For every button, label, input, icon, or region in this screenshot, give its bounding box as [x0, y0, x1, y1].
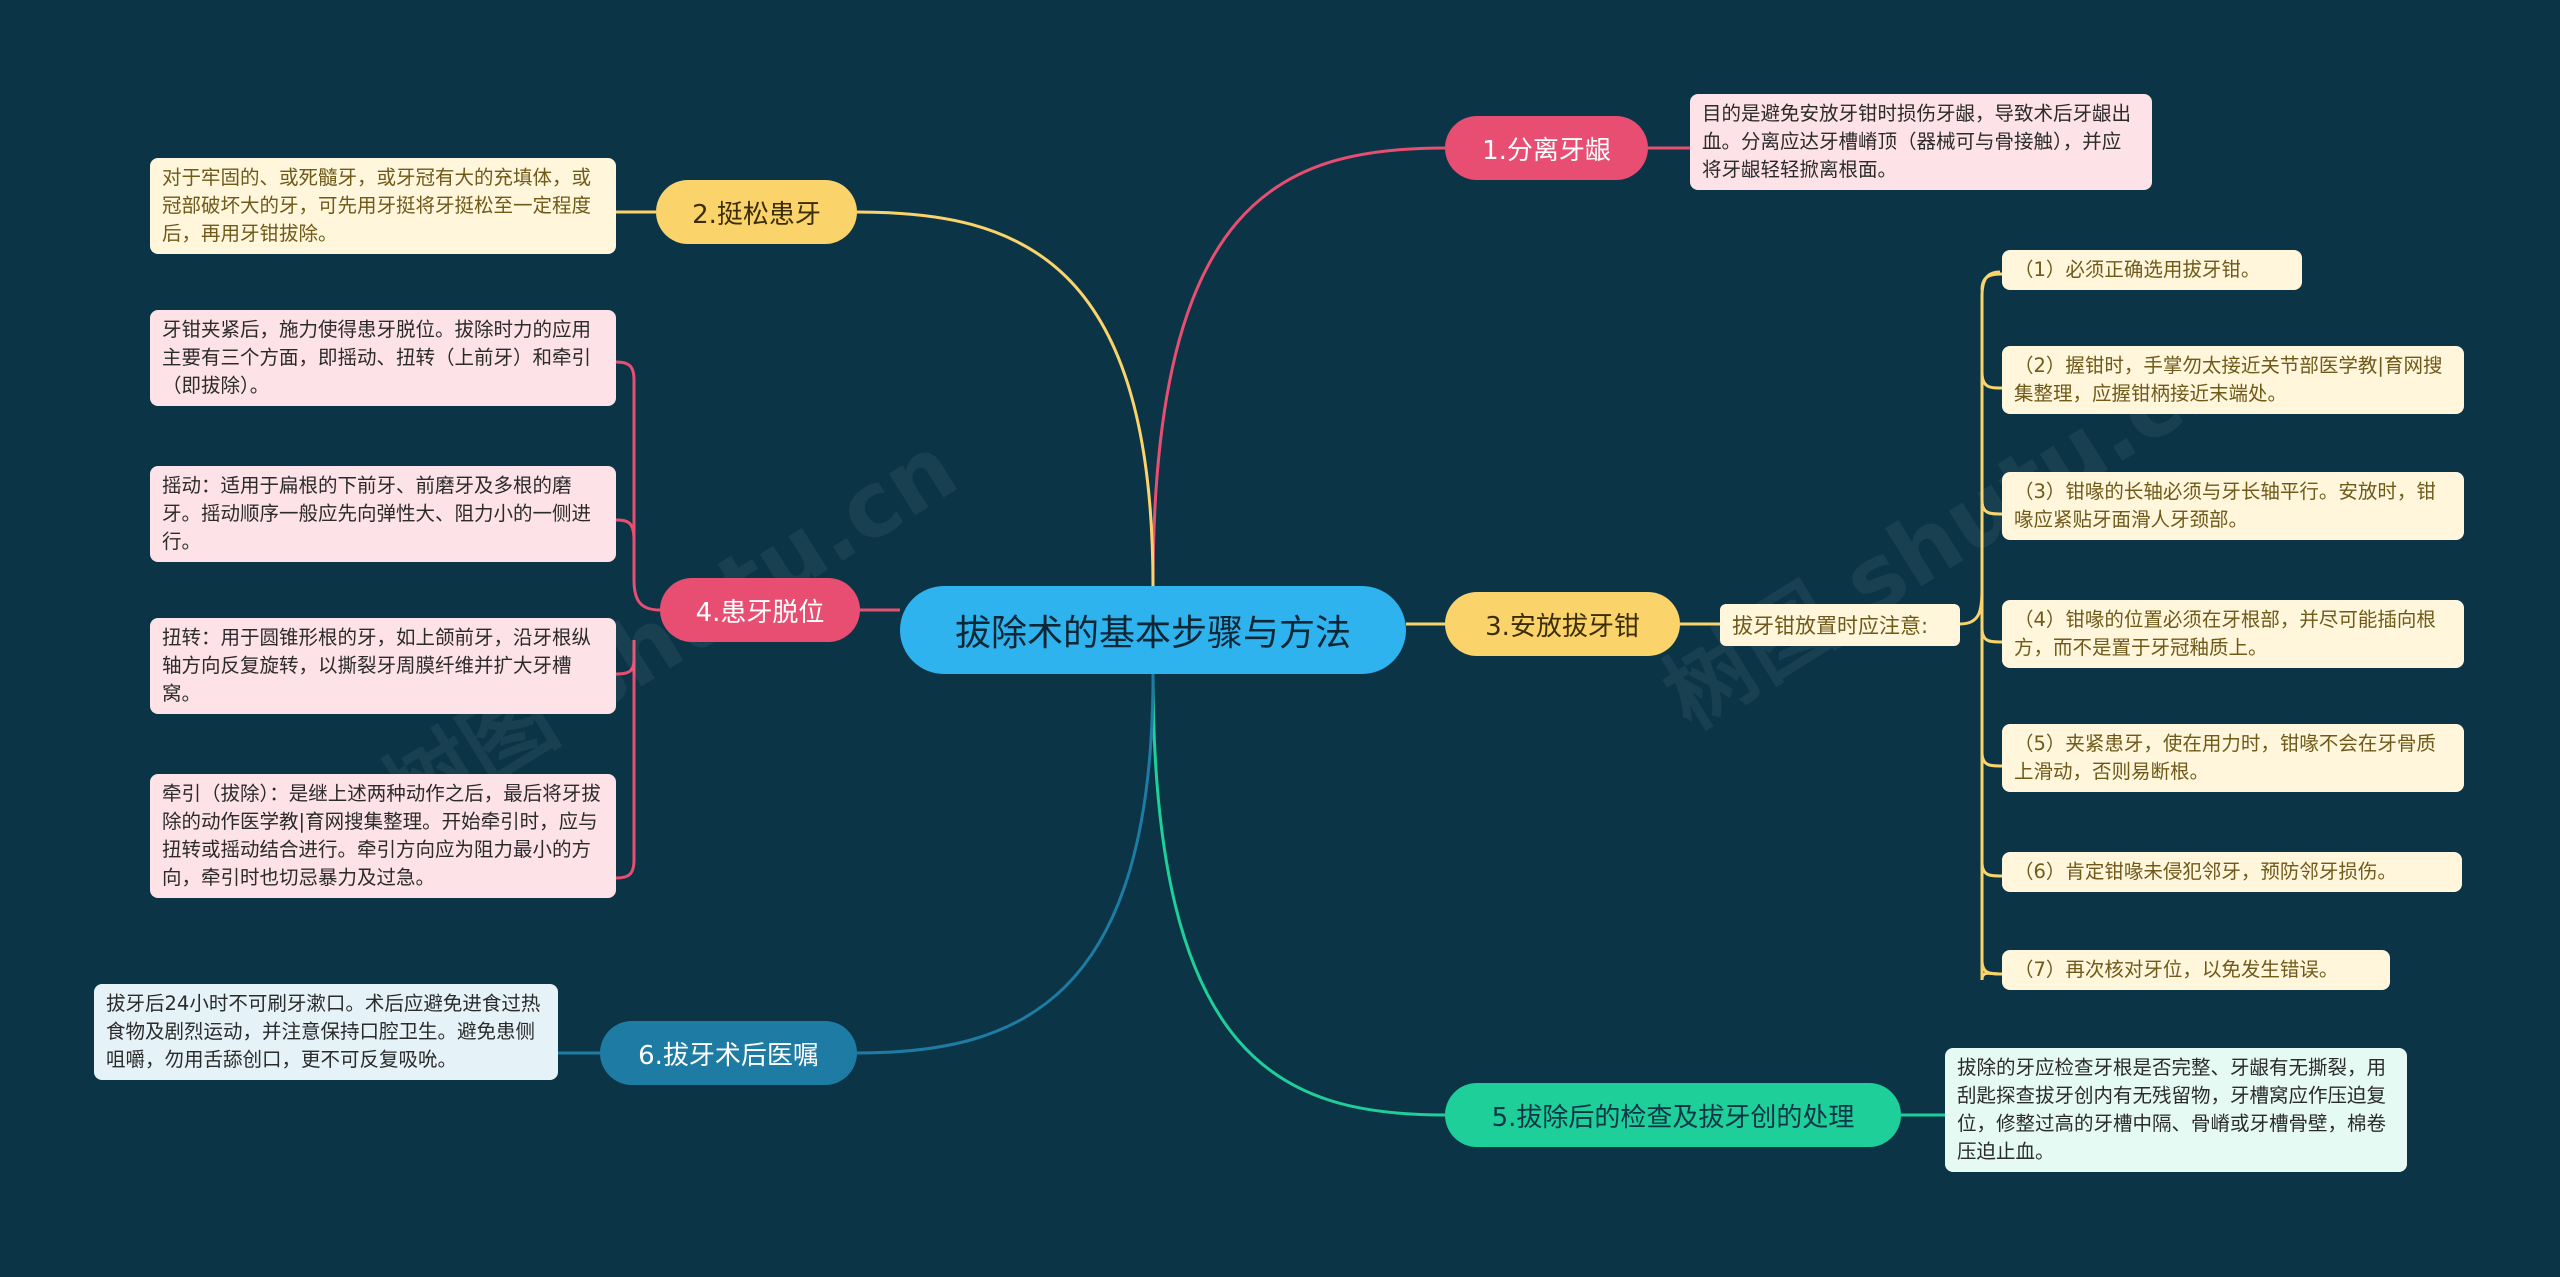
luxation-item: 扭转：用于圆锥形根的牙，如上颌前牙，沿牙根纵轴方向反复旋转，以撕裂牙周膜纤维并扩… — [150, 618, 616, 714]
luxation-item: 摇动：适用于扁根的下前牙、前磨牙及多根的磨牙。摇动顺序一般应先向弹性大、阻力小的… — [150, 466, 616, 562]
note-post-extraction-check: 拔除的牙应检查牙根是否完整、牙龈有无撕裂，用刮匙探查拔牙创内有无残留物，牙槽窝应… — [1945, 1048, 2407, 1172]
connector-b5 — [1151, 673, 1446, 1117]
central-topic[interactable]: 拔除术的基本步骤与方法 — [900, 586, 1406, 674]
connector-b3-item-2 — [1980, 371, 2003, 390]
forceps-item: （2）握钳时，手掌勿太接近关节部医学教|育网搜集整理，应握钳柄接近末端处。 — [2002, 346, 2464, 414]
connector-b1 — [1151, 146, 1446, 587]
connector-b6 — [856, 673, 1155, 1055]
branch-separate-gingiva[interactable]: 1.分离牙龈 — [1445, 116, 1648, 180]
connector-b3-item-3 — [1980, 499, 2003, 516]
branch-post-extraction-check[interactable]: 5.拔除后的检查及拔牙创的处理 — [1445, 1083, 1901, 1147]
connector-b3-item-4 — [1980, 627, 2003, 644]
note-postoperative-instructions: 拔牙后24小时不可刷牙漱口。术后应避免进食过热食物及剧烈运动，并注意保持口腔卫生… — [94, 984, 558, 1080]
connector-b3-item-7 — [1980, 959, 2003, 976]
note-separate-gingiva: 目的是避免安放牙钳时损伤牙龈，导致术后牙龈出血。分离应达牙槽嵴顶（器械可与骨接触… — [1690, 94, 2152, 190]
connector-b4-item-3 — [615, 659, 636, 676]
connector-b4-item-2 — [615, 518, 636, 541]
connector-b4-items — [615, 360, 661, 880]
forceps-item: （1）必须正确选用拔牙钳。 — [2002, 250, 2302, 290]
note-loosen-tooth: 对于牢固的、或死髓牙，或牙冠有大的充填体，或冠部破坏大的牙，可先用牙挺将牙挺松至… — [150, 158, 616, 254]
forceps-item: （7）再次核对牙位，以免发生错误。 — [2002, 950, 2390, 990]
forceps-item: （3）钳喙的长轴必须与牙长轴平行。安放时，钳喙应紧贴牙面滑人牙颈部。 — [2002, 472, 2464, 540]
branch-tooth-luxation[interactable]: 4.患牙脱位 — [660, 578, 860, 642]
forceps-item: （4）钳喙的位置必须在牙根部，并尽可能插向根方，而不是置于牙冠釉质上。 — [2002, 600, 2464, 668]
connector-b3-items — [1959, 270, 2001, 981]
branch-place-forceps[interactable]: 3.安放拔牙钳 — [1445, 592, 1680, 656]
connector-b3-item-5 — [1980, 751, 2003, 768]
luxation-item: 牵引（拔除）：是继上述两种动作之后，最后将牙拔除的动作医学教|育网搜集整理。开始… — [150, 774, 616, 898]
luxation-item: 牙钳夹紧后，施力使得患牙脱位。拔除时力的应用主要有三个方面，即摇动、扭转（上前牙… — [150, 310, 616, 406]
forceps-placement-notes-label: 拔牙钳放置时应注意: — [1720, 604, 1960, 646]
forceps-item: （5）夹紧患牙，使在用力时，钳喙不会在牙骨质上滑动，否则易断根。 — [2002, 724, 2464, 792]
connector-b2 — [856, 210, 1155, 587]
forceps-item: （6）肯定钳喙未侵犯邻牙，预防邻牙损伤。 — [2002, 852, 2462, 892]
branch-loosen-tooth[interactable]: 2.挺松患牙 — [656, 180, 857, 244]
connector-b3-item-1 — [1980, 272, 2003, 291]
connector-b3-item-6 — [1980, 861, 2003, 878]
branch-postoperative-instructions[interactable]: 6.拔牙术后医嘱 — [600, 1021, 857, 1085]
